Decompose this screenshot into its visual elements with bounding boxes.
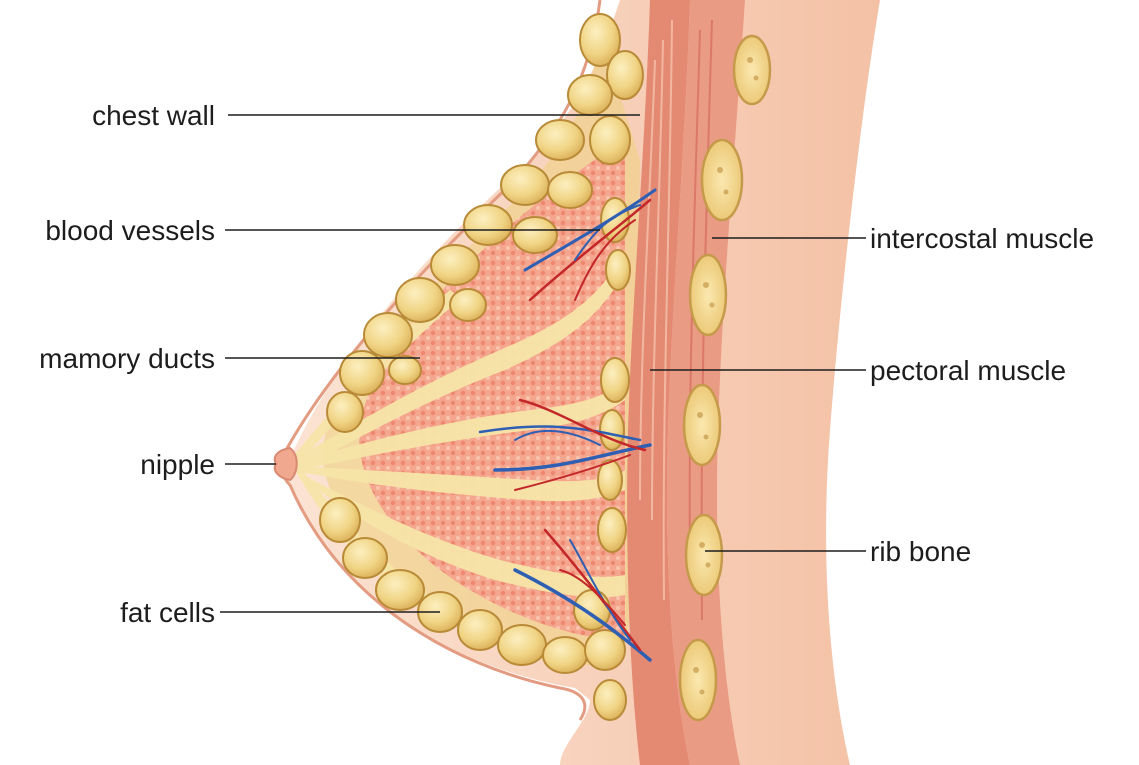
label-pectoral-muscle: pectoral muscle: [870, 355, 1066, 386]
label-blood-vessels: blood vessels: [45, 215, 215, 246]
label-rib-bone: rib bone: [870, 536, 971, 567]
label-intercostal-muscle: intercostal muscle: [870, 223, 1094, 254]
label-mammary-ducts: mamory ducts: [39, 343, 215, 374]
label-fat-cells: fat cells: [120, 597, 215, 628]
nipple-shape: [275, 448, 297, 480]
label-nipple: nipple: [140, 449, 215, 480]
label-chest-wall: chest wall: [92, 100, 215, 131]
